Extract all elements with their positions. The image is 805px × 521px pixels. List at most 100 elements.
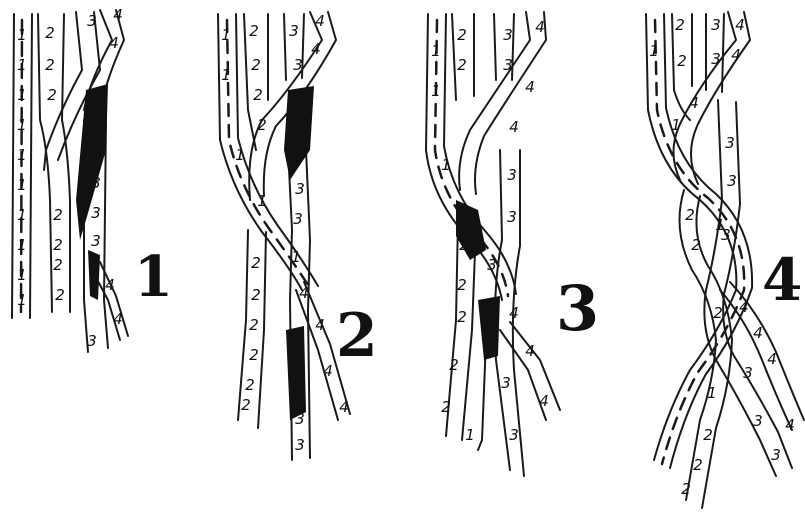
strand-number-label: 3 [727, 172, 737, 190]
strand-number-label: 3 [507, 166, 517, 184]
strand-number-label: 3 [295, 410, 305, 428]
strand-number-label: 2 [45, 56, 55, 74]
strand-number-label: 2 [691, 236, 701, 254]
strand-number-label: 3 [509, 426, 519, 444]
strand-number-label: 3 [91, 232, 101, 250]
strand-number-label: 2 [681, 480, 691, 498]
strand-number-label: 4 [735, 16, 745, 34]
strand-number-label: 3 [91, 144, 101, 162]
strand-number-label: 2 [53, 256, 63, 274]
shadow-area [286, 326, 306, 420]
strand-number-label: 3 [91, 204, 101, 222]
step-3-illustration: 3 [426, 12, 599, 476]
strand-number-label: 4 [535, 18, 545, 36]
step-number: 2 [336, 301, 378, 371]
strand-number-label: 1 [291, 248, 301, 266]
strand-number-label: 1 [17, 26, 27, 44]
strand-number-label: 3 [293, 56, 303, 74]
strand-number-label: 1 [17, 56, 27, 74]
strand-number-label: 4 [299, 284, 309, 302]
strand-number-label: 4 [311, 40, 321, 58]
step-number: 4 [762, 246, 802, 314]
strand-number-label: 2 [251, 56, 261, 74]
shadow-area [88, 250, 100, 300]
strand-number-label: 3 [711, 50, 721, 68]
strand-number-label: 3 [507, 208, 517, 226]
strand-number-label: 3 [711, 16, 721, 34]
strand-number-label: 2 [55, 286, 65, 304]
strand-number-label: 2 [241, 396, 251, 414]
strand-number-label: 2 [449, 356, 459, 374]
strand-number-label: 1 [17, 116, 27, 134]
strand-number-label: 3 [487, 256, 497, 274]
strand-number-label: 4 [323, 362, 333, 380]
strand-number-label: 4 [113, 310, 123, 328]
strand-number-label: 1 [235, 146, 245, 164]
strand-number-label: 2 [713, 304, 723, 322]
strand-number-label: 1 [221, 66, 231, 84]
strand-number-label: 2 [249, 346, 259, 364]
strand-number-label: 1 [17, 266, 27, 284]
strand-number-label: 4 [105, 276, 115, 294]
strand-number-label: 3 [503, 56, 513, 74]
strand-number-label: 2 [53, 206, 63, 224]
strand-number-label: 1 [649, 42, 659, 60]
strand-number-label: 3 [753, 412, 763, 430]
strand-number-label: 2 [457, 308, 467, 326]
strand-number-label: 4 [767, 350, 777, 368]
strand-number-label: 4 [525, 78, 535, 96]
strand-number-label: 3 [295, 180, 305, 198]
strand-number-label: 4 [315, 12, 325, 30]
strand-number-label: 4 [113, 6, 123, 24]
strand-number-label: 2 [53, 236, 63, 254]
strand-number-label: 1 [221, 26, 231, 44]
strand-number-label: 4 [509, 118, 519, 136]
strand-number-label: 4 [315, 316, 325, 334]
strand-number-label: 2 [251, 254, 261, 272]
strand-number-label: 2 [459, 236, 469, 254]
strand-number-label: 1 [17, 146, 27, 164]
strand-number-label: 3 [725, 134, 735, 152]
strand-number-label: 2 [457, 276, 467, 294]
shadow-area [478, 296, 500, 360]
strand-number-label: 1 [431, 82, 441, 100]
strand-number-label: 1 [17, 176, 27, 194]
strand-number-label: 3 [91, 174, 101, 192]
strand-number-label: 2 [693, 456, 703, 474]
strand-number-label: 1 [17, 86, 27, 104]
strand-number-label: 4 [509, 304, 519, 322]
strand-number-label: 4 [731, 46, 741, 64]
strand-number-label: 1 [257, 192, 267, 210]
strand-number-label: 3 [295, 436, 305, 454]
strand-number-label: 1 [17, 236, 27, 254]
strand-number-label: 1 [441, 156, 451, 174]
strand-number-label: 3 [87, 332, 97, 350]
step-4-illustration: 4 [646, 12, 804, 508]
strand-2 [238, 14, 268, 428]
strand-number-label: 2 [257, 116, 267, 134]
strand-number-label: 1 [17, 291, 27, 309]
strand-number-label: 2 [685, 206, 695, 224]
strand-number-label: 3 [503, 26, 513, 44]
strand-number-label: 4 [785, 416, 795, 434]
strand-number-label: 2 [249, 22, 259, 40]
strand-number-label: 2 [457, 56, 467, 74]
strand-number-label: 3 [721, 226, 731, 244]
strand-number-label: 2 [703, 426, 713, 444]
strand-number-label: 4 [739, 298, 749, 316]
strand-number-label: 4 [109, 34, 119, 52]
strand-number-label: 2 [249, 316, 259, 334]
strand-number-label: 2 [45, 24, 55, 42]
strand-number-label: 1 [671, 116, 681, 134]
strand-number-label: 2 [677, 52, 687, 70]
strand-number-label: 1 [465, 426, 475, 444]
strand-number-label: 3 [743, 364, 753, 382]
strand-number-label: 1 [431, 42, 441, 60]
strand-number-label: 3 [87, 12, 97, 30]
strand-number-label: 1 [707, 384, 717, 402]
strand-number-label: 4 [753, 324, 763, 342]
strand-number-label: 3 [771, 446, 781, 464]
strand-number-label: 2 [675, 16, 685, 34]
strand-number-label: 2 [253, 86, 263, 104]
